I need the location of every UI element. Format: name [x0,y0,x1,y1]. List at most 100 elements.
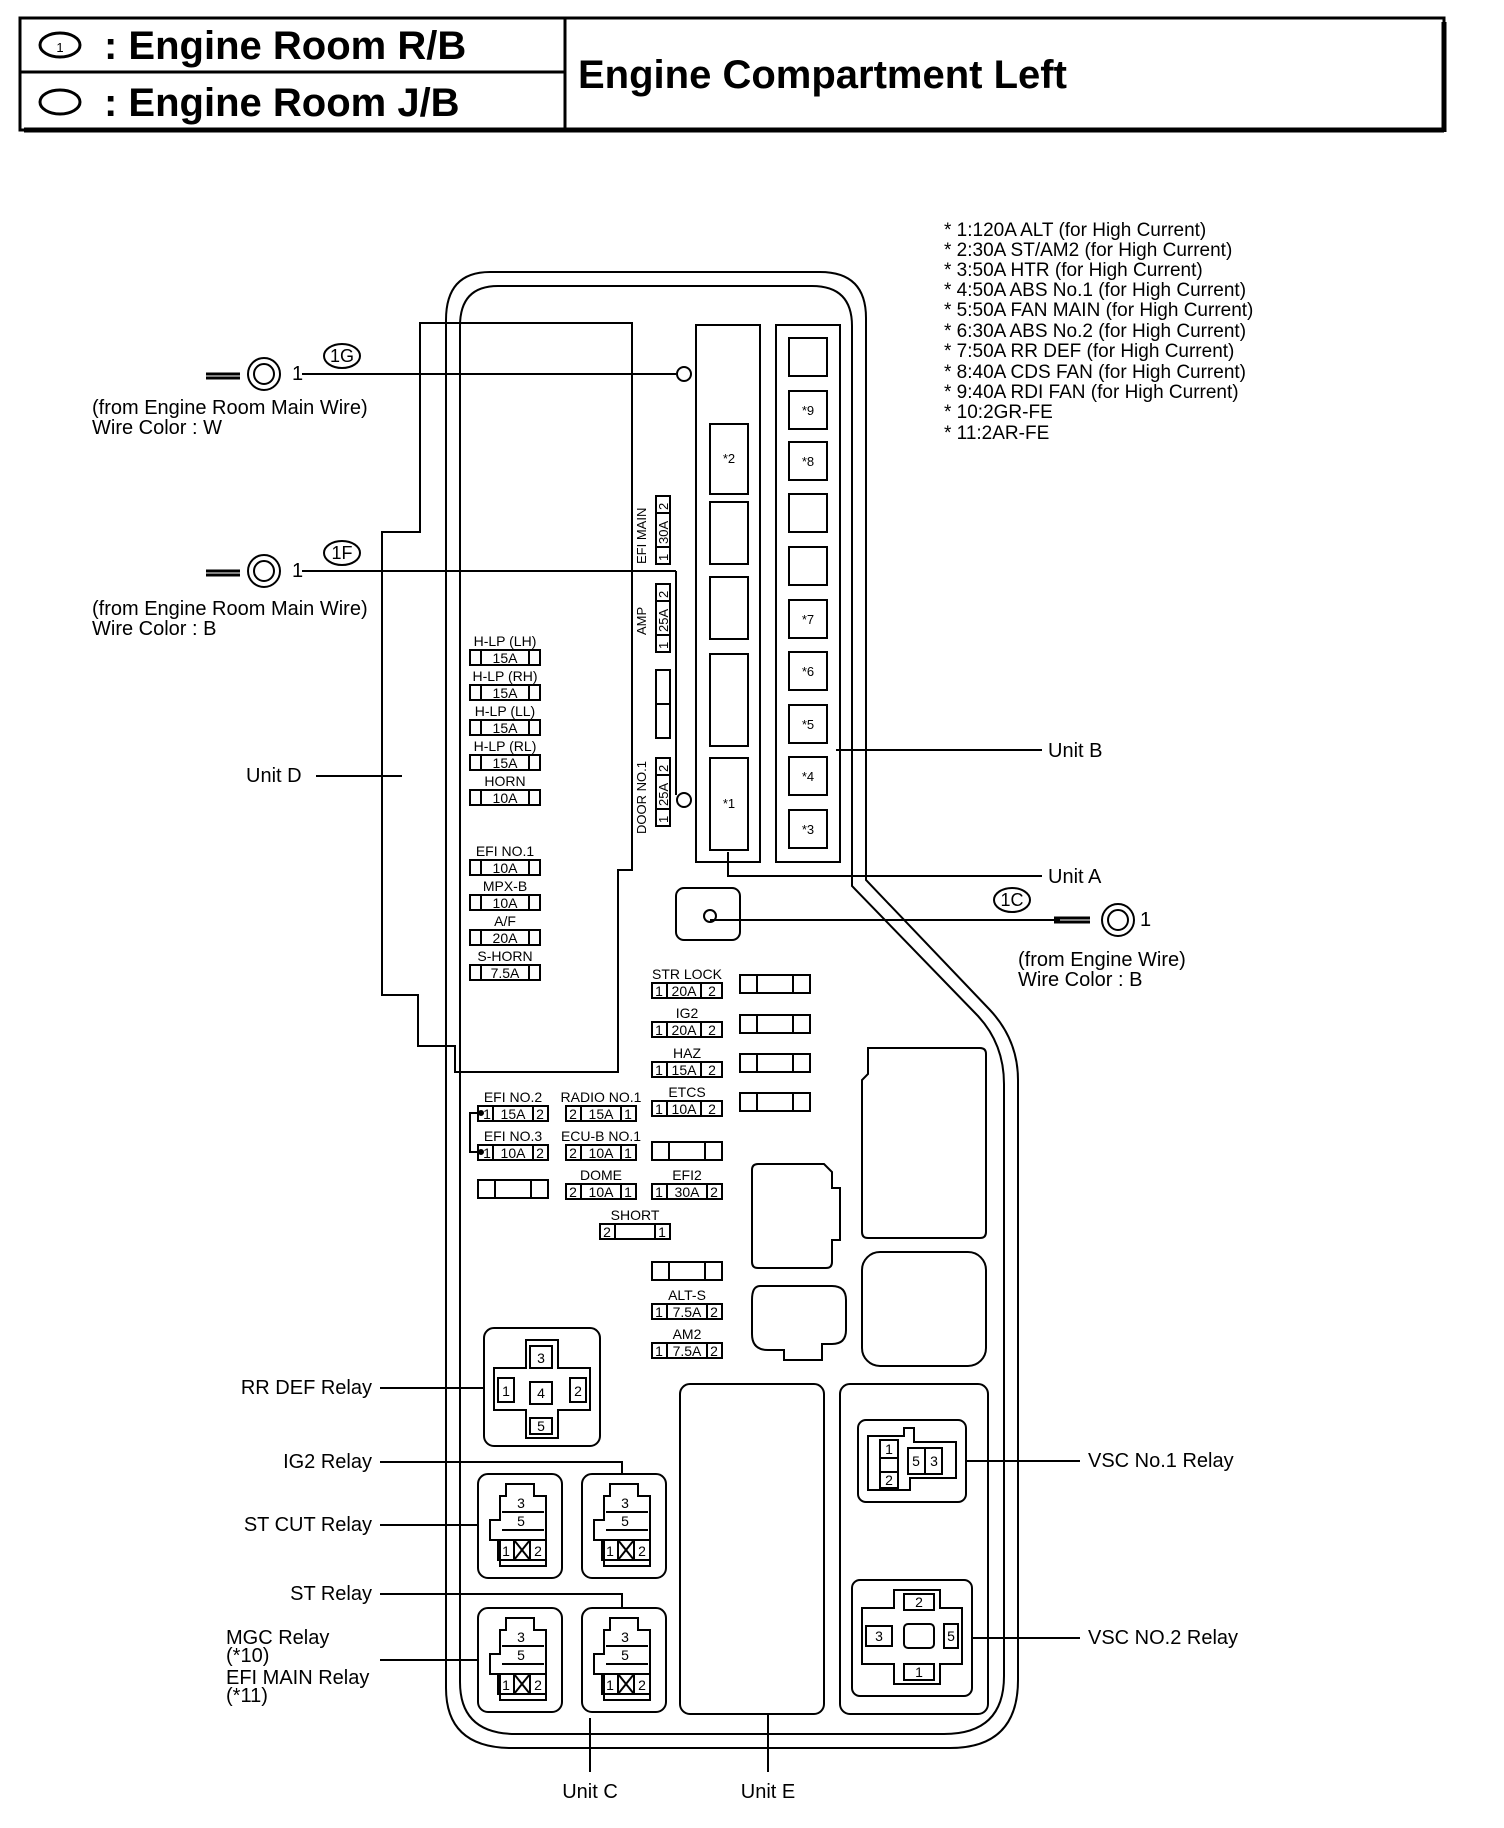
connector-1c-wire-color: Wire Color : B [1018,969,1142,991]
relay-pin: 5 [517,1647,525,1663]
fuse-box-outline [445,271,1019,1749]
amp-fuse-label: AMP [634,607,649,635]
relay-pin: 4 [537,1385,545,1401]
unit-d-fuse-name: S-HORN [477,948,532,964]
mid-fuse-amp: 15A [501,1106,527,1122]
right-fuse-amp: 10A [672,1101,698,1117]
socket-block [751,1163,841,1269]
unit-d-fuse-amp: 10A [493,790,519,806]
note-item: * 8:40A CDS FAN (for High Current) [944,362,1246,383]
note-item: * 1:120A ALT (for High Current) [944,220,1206,241]
right-fuse-pin2: 2 [708,1022,716,1038]
efi-main-fuse-pin1: 1 [656,554,671,561]
mid-fuse-name: EFI2 [672,1167,702,1183]
unit-b-slot-label: *6 [802,664,814,679]
right-fuse [651,982,723,999]
mid-fuse-pin1: 1 [655,1343,663,1359]
right-fuse-name: IG2 [676,1005,699,1021]
connector-1g-wire-color: Wire Color : W [92,417,222,439]
unit-d-fuse-name: H-LP (LL) [475,703,535,719]
unit-b-slot-label: *4 [802,769,814,784]
relay-pin: 2 [534,1677,542,1693]
mid-fuse-amp: 10A [589,1145,615,1161]
mid-fuse [651,1342,723,1359]
unit-d-fuse-amp: 7.5A [491,965,520,981]
mid-fuse-pin1: 1 [655,1304,663,1320]
connector-1c-block [675,887,741,941]
note-item: * 10:2GR-FE [944,402,1053,423]
st-relay-label: ST Relay [290,1583,372,1605]
relay-pin: 1 [502,1677,510,1693]
amp-fuse-pin2: 2 [656,591,671,598]
unit-b-slot [788,546,828,586]
amp-fuse [655,583,671,653]
mid-fuse-pin1: 2 [569,1106,577,1122]
unit-b-slot [788,441,828,481]
mid-fuse-pin2: 2 [536,1106,544,1122]
unit-d-label: Unit D [246,765,302,787]
relay-pin: 1 [915,1664,923,1680]
right-fuse [651,1061,723,1078]
connector-1c-pin: 1 [1140,909,1151,931]
mid-fuse-name: EFI NO.2 [484,1089,543,1105]
mid-fuse [565,1183,637,1200]
mid-fuse [565,1144,637,1161]
relay-pin: 5 [621,1647,629,1663]
right-fuse-name: HAZ [673,1045,701,1061]
unit-a-slot [709,423,749,495]
efi-main-fuse [655,495,671,565]
mgc-relay-label: MGC Relay [226,1627,329,1649]
ig2-relay [581,1473,667,1579]
unit-d-fuse [469,754,541,771]
relay-pin: 2 [638,1543,646,1559]
legend-junction-block: : Engine Room J/B [104,81,460,125]
connector-1g-pin: 1 [292,363,303,385]
relay-pin: 3 [517,1495,525,1511]
mid-fuse-pin2: 1 [624,1184,632,1200]
vsc-no2-relay-label: VSC NO.2 Relay [1088,1627,1238,1649]
unit-d-fuse [469,929,541,946]
mid-fuse-pin2: 1 [658,1224,666,1240]
note-item: * 2:30A ST/AM2 (for High Current) [944,240,1232,261]
relay-pin: 3 [875,1628,883,1644]
unit-d-fuse-amp: 10A [493,895,519,911]
relay-pin: 5 [621,1513,629,1529]
efi-main-fuse-pin2: 2 [656,503,671,510]
relay-pin: 3 [621,1629,629,1645]
connector-1c-source: (from Engine Wire) [1018,949,1186,971]
spare-fuse-slot [651,1261,723,1281]
note-item: * 7:50A RR DEF (for High Current) [944,341,1234,362]
mid-fuse-pin1: 2 [569,1145,577,1161]
spare-fuse-slot [651,1141,723,1161]
unit-a-slot [709,653,749,747]
connector-1c-id: 1C [1000,890,1023,910]
unit-a-slot [709,576,749,640]
socket-block [751,1285,847,1361]
unit-b-slot-label: *5 [802,717,814,732]
unit-a-block [695,324,761,863]
right-fuse-pin1: 1 [655,1101,663,1117]
unit-b-slot-label: *9 [802,403,814,418]
mid-fuse-pin1: 2 [603,1224,611,1240]
unit-a-label: Unit A [1048,866,1102,888]
efi-main-fuse-amp: 30A [656,521,671,544]
unit-d-fuse-amp: 15A [493,685,519,701]
connector-1f-wire-color: Wire Color : B [92,618,216,640]
mid-fuse-pin2: 2 [710,1304,718,1320]
right-fuse-pin2: 2 [708,983,716,999]
relay-pin: 1 [502,1543,510,1559]
spare-fuse-slot [739,1014,811,1034]
large-socket-block [861,1047,987,1239]
mid-fuse-amp: 30A [675,1184,701,1200]
relay-pin: 5 [517,1513,525,1529]
door-no1-fuse [655,757,671,827]
mid-fuse [651,1303,723,1320]
unit-d-fuse-name: H-LP (LH) [474,633,537,649]
unit-b-slot [788,651,828,691]
relay-pin: 3 [517,1629,525,1645]
vsc-relay-enclosure [839,1383,989,1715]
mid-fuse-amp: 15A [589,1106,615,1122]
unit-b-slot [788,756,828,796]
note-item: * 5:50A FAN MAIN (for High Current) [944,300,1253,321]
spare-fuse-slot [739,1053,811,1073]
